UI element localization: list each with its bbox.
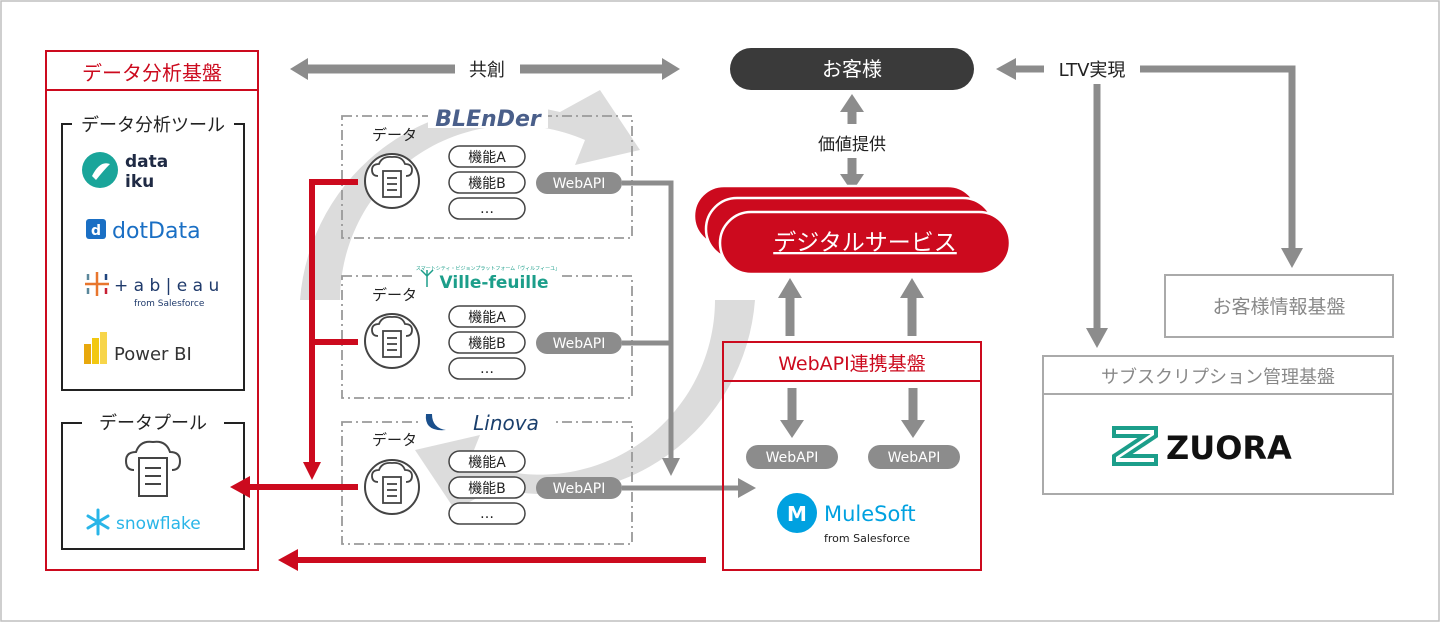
webapi-platform-title: WebAPI連携基盤 — [778, 353, 925, 375]
customer-info-platform-box — [1164, 274, 1394, 338]
brand-blender: BLEnDer — [435, 107, 542, 132]
svg-text:データ: データ — [372, 126, 417, 144]
webapi-pill: WebAPI — [553, 176, 606, 192]
svg-text:from Salesforce: from Salesforce — [824, 532, 910, 545]
brand-linova: Linova — [473, 411, 539, 435]
platform-internal-arrows — [780, 388, 925, 438]
subscription-platform-box — [1042, 355, 1394, 495]
svg-text:dotData: dotData — [112, 219, 201, 244]
svg-text:Power BI: Power BI — [114, 344, 192, 365]
co-creation-label: 共創 — [469, 60, 505, 81]
svg-text:機能A: 機能A — [468, 310, 506, 326]
subscription-title: サブスクリプション管理基盤 — [1101, 366, 1335, 388]
webapi-platform-box — [722, 341, 982, 571]
svg-text:データ: データ — [372, 431, 417, 449]
zuora-logo: ZUORA — [1112, 426, 1292, 467]
svg-text:機能A: 機能A — [468, 150, 506, 166]
svg-text:MuleSoft: MuleSoft — [824, 502, 916, 526]
svg-text:機能B: 機能B — [468, 176, 506, 192]
app-ville-feuille: スマートシティ・ビジョンプラットフォーム「ヴィルフィーユ」 Ville-feui… — [341, 262, 633, 399]
platform-to-service-arrows — [778, 278, 924, 336]
svg-text:from Salesforce: from Salesforce — [134, 299, 205, 309]
digital-service-label: デジタルサービス — [773, 230, 957, 256]
svg-text:…: … — [480, 506, 494, 522]
svg-text:WebAPI: WebAPI — [766, 450, 819, 466]
svg-text:M: M — [787, 502, 807, 526]
dotdata-logo: d dotData — [86, 219, 201, 244]
mulesoft-logo: M MuleSoft from Salesforce — [777, 493, 916, 545]
svg-text:+ a b | e a u: + a b | e a u — [114, 276, 219, 296]
customer-info-label: お客様情報基盤 — [1212, 296, 1345, 318]
value-label: 価値提供 — [818, 135, 886, 155]
cloud-document-icon — [371, 155, 413, 198]
snowflake-logo: snowflake — [86, 508, 201, 536]
ltv-label: LTV実現 — [1059, 60, 1126, 81]
customer-label: お客様 — [822, 57, 882, 81]
analysis-tools-title: データ分析ツール — [81, 115, 225, 136]
tableau-logo: + a b | e a u from Salesforce — [85, 272, 219, 309]
svg-text:…: … — [480, 361, 494, 377]
analysis-platform-box — [45, 50, 259, 571]
webapi-pill: WebAPI — [553, 481, 606, 497]
power-bi-logo: Power BI — [84, 332, 192, 365]
customer-pill — [730, 48, 974, 90]
app-linova: Linova データ 機能A 機能B … WebAPI — [341, 408, 633, 545]
linova-swoosh-icon — [425, 414, 446, 431]
webapi-pill: WebAPI — [553, 336, 606, 352]
data-pool-title: データプール — [99, 413, 207, 434]
cloud-document-icon — [371, 461, 413, 504]
app-blender: BLEnDer データ 機能A 機能B … WebAPI — [341, 104, 633, 239]
svg-text:WebAPI: WebAPI — [888, 450, 941, 466]
dataiku-logo: data iku — [82, 152, 168, 192]
analysis-platform-title: データ分析基盤 — [82, 61, 222, 85]
data-flow-arrows — [246, 179, 706, 563]
svg-text:d: d — [91, 223, 101, 239]
value-delivery-arrow: 価値提供 — [818, 94, 886, 192]
svg-text:ZUORA: ZUORA — [1166, 429, 1292, 467]
tree-icon — [420, 269, 434, 287]
svg-text:機能B: 機能B — [468, 481, 506, 497]
svg-text:機能B: 機能B — [468, 336, 506, 352]
cloud-storage-icon — [124, 440, 182, 497]
svg-text:スマートシティ・ビジョンプラットフォーム「ヴィルフィーユ」: スマートシティ・ビジョンプラットフォーム「ヴィルフィーユ」 — [416, 265, 560, 272]
svg-text:iku: iku — [125, 172, 154, 192]
digital-service-stack: デジタルサービス — [692, 184, 1012, 276]
webapi-connection-lines — [622, 180, 738, 491]
webapi-pill-right — [868, 445, 960, 469]
co-creation-arrow: 共創 — [290, 58, 680, 81]
svg-text:…: … — [480, 201, 494, 217]
ltv-arrows — [1016, 65, 1296, 330]
svg-text:snowflake: snowflake — [116, 514, 201, 534]
brand-ville-feuille: Ville-feuille — [440, 273, 549, 293]
cloud-document-icon — [371, 315, 413, 358]
svg-text:機能A: 機能A — [468, 455, 506, 471]
svg-text:data: data — [125, 152, 168, 172]
svg-text:データ: データ — [372, 286, 417, 304]
webapi-pill-left — [746, 445, 838, 469]
